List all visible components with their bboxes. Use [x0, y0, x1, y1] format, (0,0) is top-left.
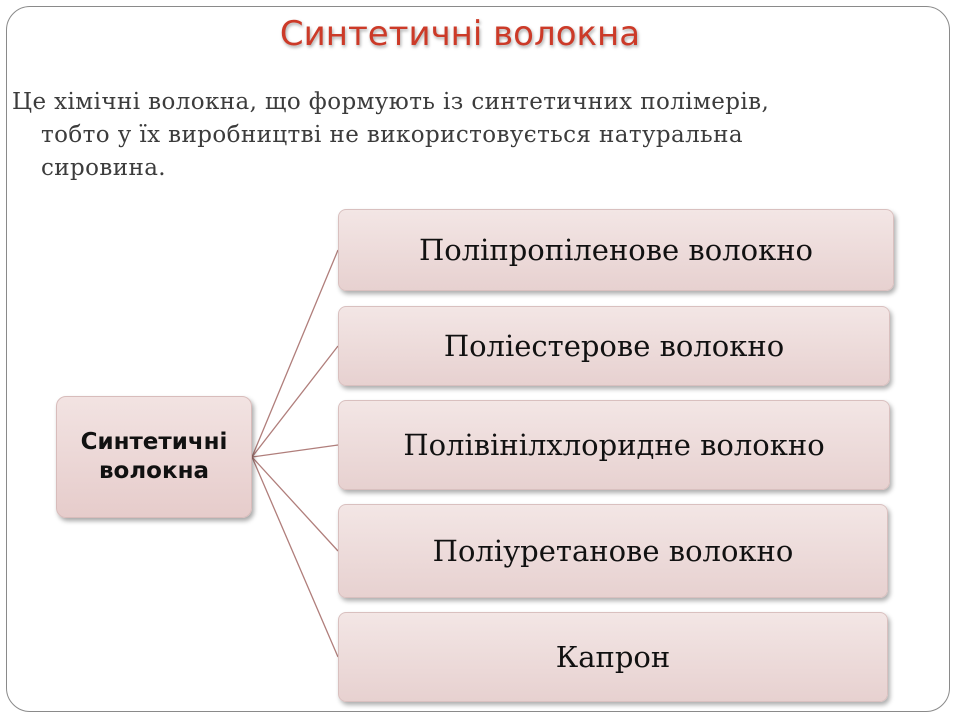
- slide-title: Синтетичні волокна: [279, 14, 641, 54]
- root-node-label-line-1: Синтетичні: [80, 429, 228, 455]
- connector-line-4: [251, 456, 339, 552]
- definition-line-1: Це хімічні волокна, що формують із синте…: [12, 89, 770, 115]
- child-node-polyester: Поліестерове волокно: [338, 306, 890, 386]
- definition-line-2: тобто у їх виробництві не використовуєть…: [41, 122, 743, 148]
- child-node-polypropylene: Поліпропіленове волокно: [338, 209, 894, 291]
- child-node-pvc: Полівінілхлоридне волокно: [338, 400, 890, 490]
- connector-line-2: [251, 345, 339, 458]
- definition-line-3: сировина.: [41, 155, 167, 181]
- definition-text: Це хімічні волокна, що формують із синте…: [12, 86, 922, 185]
- root-node: Синтетичні волокна: [56, 396, 252, 518]
- connector-line-1: [251, 249, 339, 458]
- connector-line-3: [251, 444, 339, 458]
- child-node-polyurethane: Поліуретанове волокно: [338, 504, 888, 598]
- connector-line-5: [251, 456, 339, 658]
- child-node-kapron: Капрон: [338, 612, 888, 702]
- root-node-label-line-2: волокна: [98, 458, 209, 484]
